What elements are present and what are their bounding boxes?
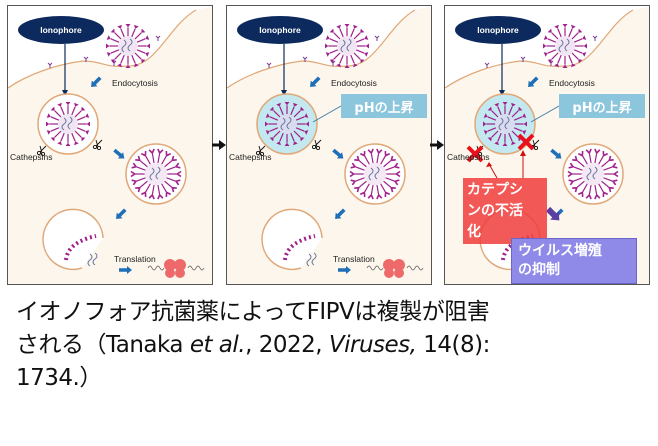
ionophore-label: Ionophore <box>237 16 323 44</box>
caption-line-2: される（Tanaka et al., 2022, Viruses, 14(8): <box>16 329 656 362</box>
cathepsins-label: Cathepsins <box>447 152 490 162</box>
cathepsin-inactivation-text: カテプシ <box>467 182 523 198</box>
caption-line-3: 1734.） <box>16 365 102 391</box>
endocytosis-label: Endocytosis <box>112 78 158 88</box>
cell-illustration <box>227 6 431 284</box>
ionophore-label: Ionophore <box>18 16 104 44</box>
cathepsin-inactivation-text: 化 <box>467 224 481 240</box>
ph-rise-label: pHの上昇 <box>341 94 427 118</box>
caption-text: される（Tanaka <box>16 332 190 358</box>
virus-suppression-text: の抑制 <box>518 262 560 278</box>
ph-rise-label: pHの上昇 <box>559 94 645 118</box>
caption-text: 14(8): <box>416 332 490 358</box>
transition-arrow-icon <box>212 140 226 150</box>
cathepsin-inactivation-box: カテプシンの不活化 <box>463 178 547 244</box>
caption-journal: Viruses, <box>328 332 417 358</box>
endocytosis-label: Endocytosis <box>331 78 377 88</box>
cathepsins-label: Cathepsins <box>229 152 272 162</box>
translation-label: Translation <box>114 254 156 264</box>
transition-arrow-icon <box>430 140 444 150</box>
endocytosis-label: Endocytosis <box>549 78 595 88</box>
cathepsins-label: Cathepsins <box>10 152 53 162</box>
figure-caption: イオノフォア抗菌薬によってFIPVは複製が阻害 される（Tanaka et al… <box>16 296 656 395</box>
cathepsin-inactivation-text: ンの不活 <box>467 203 523 219</box>
cell-illustration <box>8 6 212 284</box>
caption-text: , 2022, <box>245 332 329 358</box>
caption-etal: et al. <box>189 332 246 358</box>
virus-suppression-box: ウイルス増殖の抑制 <box>511 238 637 284</box>
ionophore-label: Ionophore <box>455 16 541 44</box>
translation-label: Translation <box>333 254 375 264</box>
virus-suppression-text: ウイルス増殖 <box>518 243 602 259</box>
caption-line-1: イオノフォア抗菌薬によってFIPVは複製が阻害 <box>16 299 490 325</box>
